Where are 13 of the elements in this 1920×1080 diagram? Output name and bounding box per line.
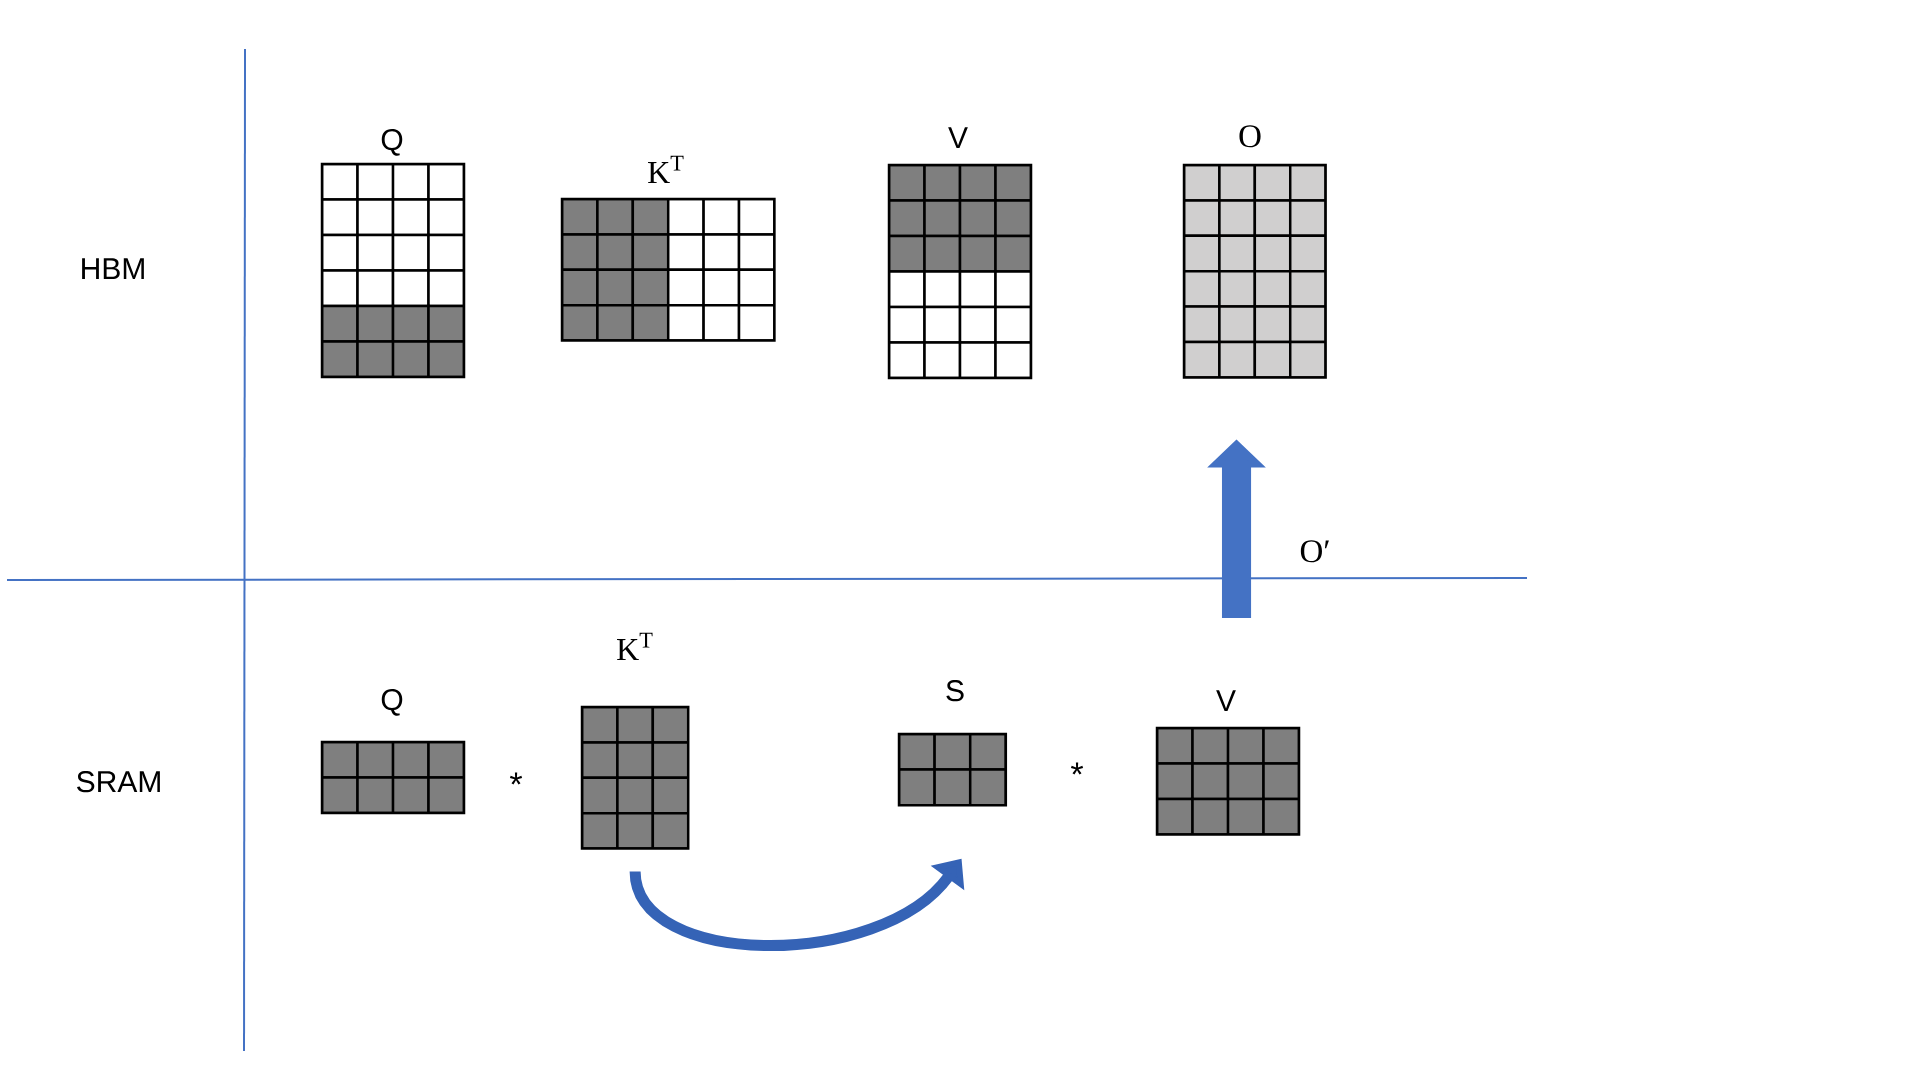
section-label: HBM [82, 258, 144, 279]
matrix-label: V [948, 127, 968, 148]
section-label: SRAM [77, 771, 160, 793]
matrix-label: Q [381, 129, 403, 156]
matrix-label: K$^{T}$ [617, 632, 653, 660]
operator-sign: * [1070, 762, 1084, 775]
edge-label: O′ [1300, 540, 1329, 563]
operator-sign: * [509, 772, 523, 785]
matrix-label: S [946, 680, 964, 702]
matrix-label: Q [381, 689, 403, 716]
matrix-label: O [1239, 125, 1261, 148]
matrix-label: K$^{T}$ [648, 155, 684, 183]
matrix-label: V [1216, 690, 1236, 711]
